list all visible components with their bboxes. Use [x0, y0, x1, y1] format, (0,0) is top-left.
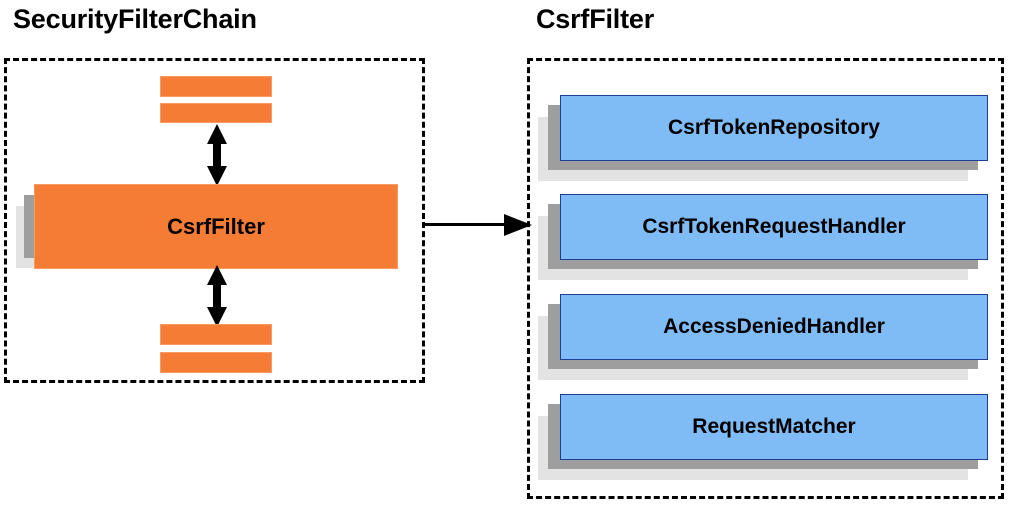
collaborator-label: RequestMatcher: [692, 415, 856, 438]
double-arrow-up-icon: [206, 124, 228, 186]
card-front: AccessDeniedHandler: [560, 294, 988, 360]
filter-bar-above-2: [160, 103, 272, 123]
collaborator-label: AccessDeniedHandler: [663, 315, 885, 338]
filter-bar-below-2: [160, 352, 272, 373]
card-front: CsrfTokenRequestHandler: [560, 194, 988, 260]
collaborator-label: CsrfTokenRequestHandler: [642, 215, 906, 238]
card-front: CsrfTokenRepository: [560, 95, 988, 161]
filter-bar-below-1: [160, 324, 272, 345]
collaborator-card-csrf-token-repository: CsrfTokenRepository: [538, 95, 990, 183]
collaborator-card-csrf-token-request-handler: CsrfTokenRequestHandler: [538, 194, 990, 282]
csrf-filter-card: CsrfFilter: [14, 184, 400, 290]
double-arrow-down-icon: [206, 265, 228, 327]
collaborator-card-access-denied-handler: AccessDeniedHandler: [538, 294, 990, 382]
page-title-security-filter-chain: SecurityFilterChain: [13, 4, 257, 34]
connector-arrow-icon: [424, 214, 532, 236]
filter-bar-above-1: [160, 76, 272, 97]
collaborator-card-request-matcher: RequestMatcher: [538, 394, 990, 482]
csrf-filter-card-label: CsrfFilter: [167, 213, 265, 239]
csrf-filter-collaborators-container: [527, 58, 1004, 499]
collaborator-label: CsrfTokenRepository: [668, 116, 880, 139]
card-front: RequestMatcher: [560, 394, 988, 460]
security-filter-chain-container: [4, 58, 425, 383]
page-title-csrf-filter: CsrfFilter: [536, 4, 655, 34]
card-front: CsrfFilter: [34, 184, 398, 269]
